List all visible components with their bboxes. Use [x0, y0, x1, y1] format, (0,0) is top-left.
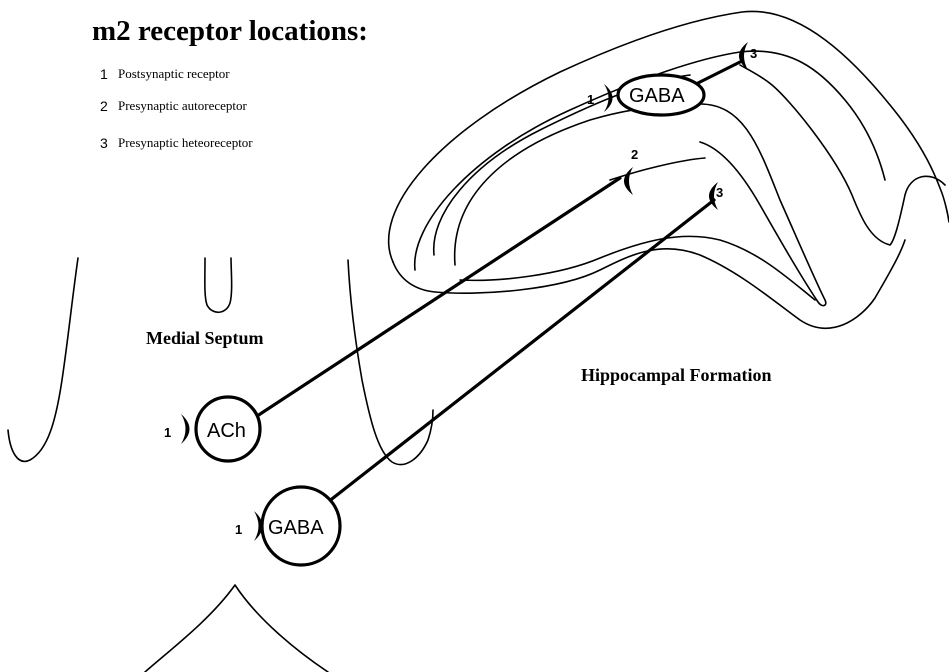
ach-terminal-receptor-number: 2: [631, 147, 638, 162]
gabaergic-septal-axon: [326, 198, 716, 504]
hippocampal-gaba-receptor-number: 1: [587, 92, 594, 107]
hippocampal-gaba-postsynaptic-receptor-icon: [604, 84, 613, 112]
septal-gaba-cell: GABA 1: [235, 485, 342, 567]
hippocampal-formation-label: Hippocampal Formation: [581, 365, 772, 385]
ach-terminal: 2: [624, 147, 638, 195]
hippocampal-gaba-cell-label: GABA: [629, 85, 685, 107]
legend-number-3: 3: [100, 135, 108, 151]
septal-gaba-terminal-heteroreceptor-icon: [709, 182, 718, 210]
dentate-gyrus-contour: [453, 103, 827, 307]
ach-terminal-autoreceptor-icon: [624, 167, 633, 195]
ach-cell-body: [194, 395, 262, 463]
hippocampal-gaba-axon: [694, 60, 742, 86]
ach-cell-label: ACh: [207, 420, 246, 442]
legend-number-1: 1: [100, 66, 108, 82]
dentate-gyrus-inner-contour: [609, 157, 706, 181]
diagram-title: m2 receptor locations:: [92, 15, 368, 47]
septal-gaba-receptor-number: 1: [235, 522, 242, 537]
hippocampus-outer-contour: [387, 10, 949, 263]
septal-gaba-terminal: 3: [709, 182, 723, 210]
hippocampus-middle-contour: [414, 50, 886, 271]
septal-gaba-cell-label: GABA: [268, 517, 324, 539]
septal-gaba-terminal-receptor-number: 3: [716, 185, 723, 200]
cholinergic-axon: [252, 176, 622, 420]
ach-receptor-number: 1: [164, 425, 171, 440]
legend-text-autoreceptor: Presynaptic autoreceptor: [118, 98, 248, 113]
hippocampus-basal-contour: [459, 235, 816, 301]
hippocampus-outline: [387, 10, 949, 330]
hippocampal-gaba-terminal: 3: [739, 42, 757, 70]
hippocampal-gaba-cell: GABA 1: [587, 73, 706, 117]
legend-text-heteroreceptor: Presynaptic heteoreceptor: [118, 135, 253, 150]
septum-midline-notch: [204, 257, 233, 314]
septum-outline: [7, 257, 434, 672]
septal-gaba-postsynaptic-receptor-icon: [254, 511, 263, 541]
hippocampal-gaba-cell-body: [616, 73, 706, 117]
legend-text-postsynaptic: Postsynaptic receptor: [118, 66, 230, 81]
septal-ach-cell: ACh 1: [164, 395, 262, 463]
septum-lower-contour: [144, 584, 329, 672]
legend-number-2: 2: [100, 98, 108, 114]
medial-septum-label: Medial Septum: [146, 328, 264, 348]
hippocampal-gaba-terminal-heteroreceptor-icon: [739, 42, 748, 70]
ach-postsynaptic-receptor-icon: [181, 414, 190, 444]
left-ventricle-contour: [7, 257, 79, 463]
hippocampal-gaba-terminal-receptor-number: 3: [750, 46, 757, 61]
right-ventricle-contour: [347, 259, 434, 466]
hippocampus-lower-contour: [392, 239, 906, 330]
